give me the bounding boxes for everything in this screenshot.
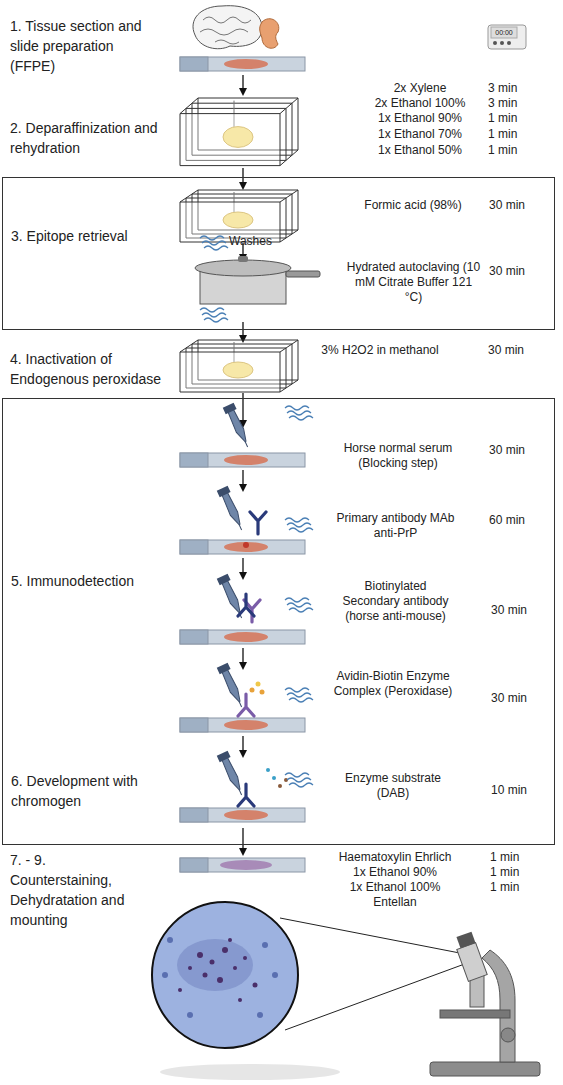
reagent-text: Horse normal serum (Blocking step) — [333, 441, 463, 471]
reagent-text: Biotinylated Secondary antibody (horse a… — [338, 579, 453, 624]
wash-label: Washes — [229, 234, 299, 249]
reagent-text: Entellan — [320, 895, 470, 910]
time-label: 1 min — [488, 143, 538, 158]
reagent-text: Primary antibody MAb anti-PrP — [328, 511, 463, 541]
reagent-text: Avidin-Biotin Enzyme Complex (Peroxidase… — [328, 669, 458, 699]
time-label: 10 min — [491, 783, 546, 798]
reagent-text: Enzyme substrate (DAB) — [338, 771, 448, 801]
step-title: 5. Immunodetection — [11, 571, 181, 591]
reagent-text: 1x Ethanol 90% — [355, 111, 485, 126]
time-label: 1 min — [490, 880, 540, 895]
process-box: 3. Epitope retrievalFormic acid (98%)30 … — [2, 177, 555, 330]
process-box: 5. Immunodetection Horse normal serum (Bl… — [2, 398, 555, 845]
timer-icon — [488, 25, 526, 49]
time-label: 30 min — [491, 603, 546, 618]
time-label: 1 min — [488, 127, 538, 142]
time-label: 1 min — [490, 865, 540, 880]
reagent-text: Haematoxylin Ehrlich — [320, 850, 470, 865]
brain-drawing — [193, 6, 262, 49]
time-label: 30 min — [488, 343, 538, 358]
reagent-text: 1x Ethanol 70% — [355, 127, 485, 142]
step-title: 3. Epitope retrieval — [11, 226, 181, 246]
micrograph-zoom — [152, 902, 298, 1048]
step-title: 4. Inactivation of Endogenous peroxidase — [10, 349, 180, 389]
reagent-text: 2x Xylene — [355, 81, 485, 96]
dab-drops — [266, 768, 288, 788]
time-label: 1 min — [488, 111, 538, 126]
step-title: 2. Deparaffinization and rehydration — [10, 118, 170, 158]
time-label: 30 min — [489, 264, 544, 279]
stained-slide — [180, 858, 305, 872]
timer-display: 00:00 — [492, 28, 516, 37]
time-label: 3 min — [488, 81, 538, 96]
autoclave-pot — [195, 256, 320, 304]
reagent-text: Formic acid (98%) — [333, 198, 493, 213]
reagent-text: Hydrated autoclaving (10 mM Citrate Buff… — [346, 260, 481, 305]
reagent-text: 1x Ethanol 50% — [355, 143, 485, 158]
abc-complex — [250, 682, 265, 695]
kidney-drawing — [260, 19, 279, 49]
time-label: 30 min — [489, 198, 544, 213]
step-title: 7. - 9. Counterstaining, Dehydratation a… — [10, 850, 135, 930]
reagent-text: 3% H2O2 in methanol — [290, 343, 470, 358]
reagent-text: 1x Ethanol 100% — [320, 880, 470, 895]
time-label: 3 min — [488, 96, 538, 111]
time-label: 30 min — [489, 443, 544, 458]
time-label: 1 min — [490, 850, 540, 865]
microscope-drawing — [430, 932, 540, 1076]
time-label: 60 min — [489, 513, 544, 528]
step-title: 1. Tissue section and slide preparation … — [10, 16, 158, 76]
step-title: 6. Development with chromogen — [11, 771, 161, 811]
time-label: 30 min — [491, 691, 546, 706]
reagent-text: 1x Ethanol 90% — [320, 865, 470, 880]
reagent-text: 2x Ethanol 100% — [355, 96, 485, 111]
